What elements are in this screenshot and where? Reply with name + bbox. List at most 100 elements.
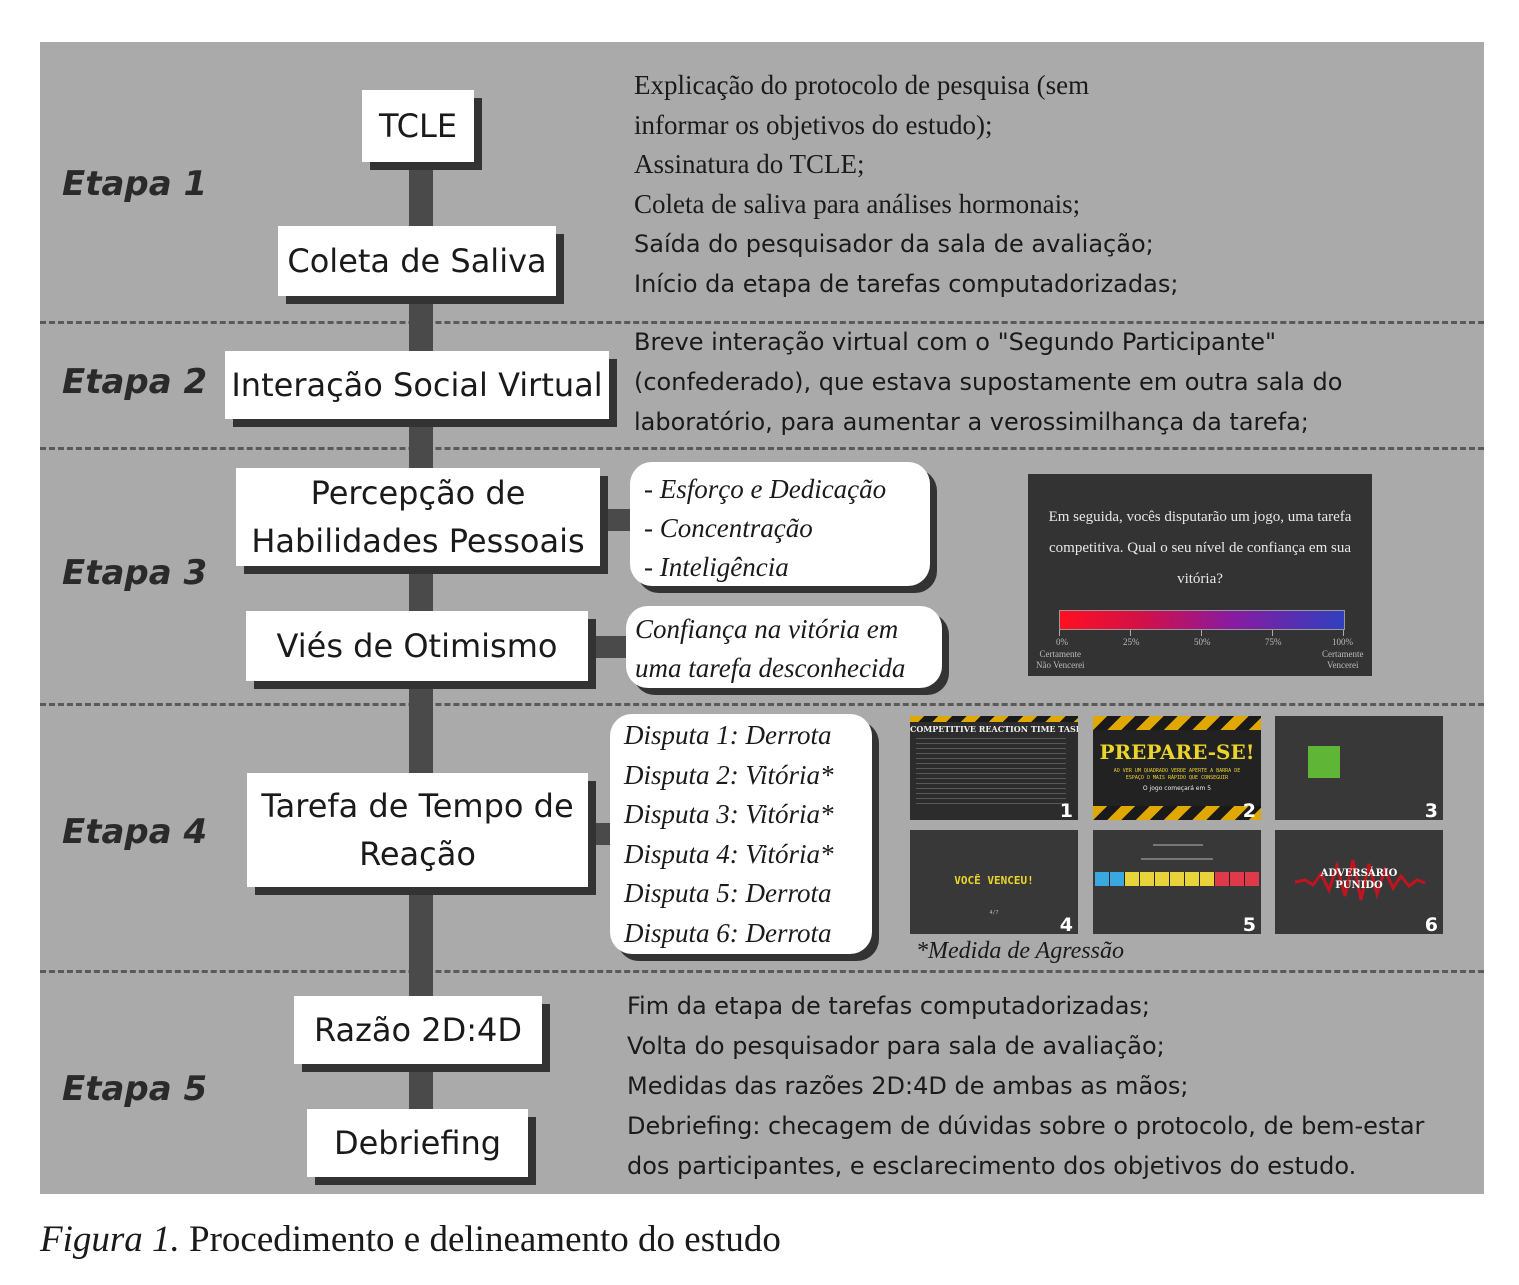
dispute-item: Disputa 1: Derrota [624,720,832,750]
reaction-time-label-2: Reação [359,835,476,873]
description-line: Debriefing: checagem de dúvidas sobre o … [627,1112,1425,1140]
digit-ratio-label: Razão 2D:4D [313,1011,523,1049]
figure-caption: Figura 1. Procedimento e delineamento do… [40,1218,781,1261]
description-line: Fim da etapa de tarefas computadorizadas… [627,992,1151,1020]
tcle-label: TCLE [378,107,458,145]
screen4-win-text: VOCÊ VENCEU! [954,874,1034,887]
digit-ratio-box: Razão 2D:4D [294,996,542,1064]
hazard-stripe [1093,806,1261,820]
scale-tick-label: 50% [1194,637,1211,647]
skill-item: - Concentração [644,513,813,543]
optimism-bias-label: Viés de Otimismo [276,627,558,665]
dispute-item: Disputa 6: Derrota [624,917,832,948]
social-interaction-label: Interação Social Virtual [231,366,603,404]
scale-tick [1343,630,1344,636]
debriefing-box: Debriefing [307,1109,528,1177]
description-line: Breve interação virtual com o "Segundo P… [634,328,1277,356]
dispute-item: Disputa 4: Vitória* [624,838,834,869]
description-line: Explicação do protocolo de pesquisa (sem [634,70,1090,100]
caption-label: Figura 1. [40,1219,180,1260]
scale-tick-label: 75% [1265,637,1282,647]
screenshot-number: 5 [1242,914,1256,934]
stage-label: Etapa 3 [62,553,208,593]
optimism-bias-box: Viés de Otimismo [246,611,588,681]
confidence-gradient-bar [1059,610,1345,630]
skills-perception-label-2: Habilidades Pessoais [251,522,585,560]
description-line: informar os objetivos do estudo); [634,109,993,140]
dispute-item: Disputa 3: Vitória* [624,799,834,829]
stage-label: Etapa 1 [62,164,208,204]
scale-tick [1059,630,1060,636]
scale-left-label-2: Não Vencerei [1036,660,1085,670]
scale-tick-label: 25% [1123,637,1140,647]
task-screenshot-win: VOCÊ VENCEU! 4/7 4 [910,830,1078,934]
skill-item: - Esforço e Dedicação [644,474,887,504]
scale-right-label-2: Vencerei [1327,660,1359,670]
description-line: (confederado), que estava supostamente e… [634,368,1343,396]
hazard-stripe [910,716,1078,722]
stage5-description: Fim da etapa de tarefas computadorizadas… [627,986,1424,1186]
stage2-description: Breve interação virtual com o "Segundo P… [634,322,1342,442]
stage-divider [40,321,1484,324]
aggression-note: *Medida de Agressão [916,938,1124,964]
screen2-instruction: AO VER UM QUADRADO VERDE APERTE A BARRA … [1113,768,1241,781]
description-line: Volta do pesquisador para sala de avalia… [627,1032,1165,1060]
skill-item: - Inteligência [644,552,789,582]
dispute-item: Disputa 2: Vitória* [624,759,834,790]
description-line: laboratório, para aumentar a verossimilh… [634,408,1309,436]
screenshot-number: 4 [1059,914,1073,934]
connector [600,509,636,531]
task-screenshot-opponent-punished: ADVERSÁRIO PUNIDO 6 [1275,830,1443,934]
screenshot-number: 3 [1424,800,1438,820]
description-line: Medidas das razões 2D:4D de ambas as mão… [627,1072,1189,1100]
punishment-level-bar [1095,872,1259,886]
screenshot-number: 6 [1424,914,1438,934]
confidence-line: uma tarefa desconhecida [635,653,906,683]
scale-right-label-1: Certamente [1322,649,1364,659]
description-line: Assinatura do TCLE; [634,149,865,179]
social-interaction-box: Interação Social Virtual [225,351,609,419]
stage-label: Etapa 4 [62,812,208,852]
task-screenshot-prepare: PREPARE-SE! AO VER UM QUADRADO VERDE APE… [1093,716,1261,820]
debriefing-label: Debriefing [333,1124,502,1162]
description-line: Início da etapa de tarefas computadoriza… [634,270,1179,298]
skills-perception-box: Percepção de Habilidades Pessoais [236,468,600,566]
stage-label: Etapa 2 [62,362,208,402]
disputes-bubble: Disputa 1: Derrota Disputa 2: Vitória* D… [610,714,872,954]
screen5-text-line [1141,858,1213,860]
confidence-rating-screen: Em seguida, vocês disputarão um jogo, um… [1028,474,1372,676]
stage-divider [40,970,1484,973]
confidence-bubble: Confiança na vitória em uma tarefa desco… [626,606,942,688]
screen6-text: ADVERSÁRIO PUNIDO [1275,868,1443,892]
scale-tick [1130,630,1131,636]
hazard-stripe [1093,716,1261,730]
instruction-text-block [916,738,1066,808]
screen2-countdown: O jogo começará em 5 [1142,785,1212,792]
scale-tick [1201,630,1202,636]
confidence-question: Em seguida, vocês disputarão um jogo, um… [1048,509,1352,587]
stage-divider [40,447,1484,450]
screen2-title: PREPARE-SE! [1099,740,1255,764]
scale-left-label: Certamente Não Vencerei [1036,649,1085,671]
description-line: Saída do pesquisador da sala de avaliaçã… [634,230,1154,258]
task-screenshot-instructions: COMPETITIVE REACTION TIME TASK 1 [910,716,1078,820]
saliva-label: Coleta de Saliva [287,242,547,280]
screenshot-number: 2 [1242,800,1256,820]
saliva-box: Coleta de Saliva [278,226,556,296]
sound-wave-graphic [1294,859,1426,901]
screen5-text-line [1153,844,1203,846]
stage-label: Etapa 5 [62,1069,208,1109]
scale-left-label-1: Certamente [1039,649,1082,659]
task-screenshot-punishment: 5 [1093,830,1261,934]
scale-tick-label: 0% [1056,637,1068,647]
screen6-line2: PUNIDO [1335,880,1383,891]
stage-divider [40,703,1484,706]
connector [588,636,628,658]
reaction-time-box: Tarefa de Tempo de Reação [247,773,588,887]
screen1-title: COMPETITIVE REACTION TIME TASK [910,724,1078,734]
task-screenshot-green-square: 3 [1275,716,1443,820]
screenshot-number: 1 [1059,800,1073,820]
reaction-time-label-1: Tarefa de Tempo de [261,787,574,825]
connector [588,823,612,845]
screen4-score: 4/7 [989,910,999,916]
